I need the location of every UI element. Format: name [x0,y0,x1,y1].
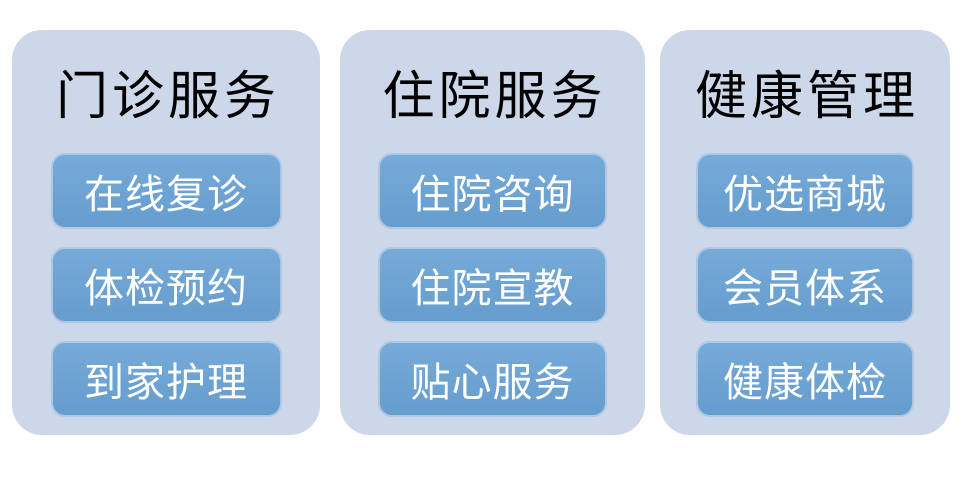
panel-title-inpatient: 住院服务 [382,69,607,126]
button-caring-service[interactable]: 贴心服务 [378,341,607,417]
button-admission-education[interactable]: 住院宣教 [378,247,607,323]
panel-outpatient-services: 门诊服务 在线复诊 体检预约 到家护理 [12,30,320,435]
button-admission-consult[interactable]: 住院咨询 [378,153,607,229]
button-home-nursing[interactable]: 到家护理 [50,341,282,417]
panel-health-management: 健康管理 优选商城 会员体系 健康体检 [660,30,950,435]
button-online-revisit[interactable]: 在线复诊 [50,153,282,229]
button-preferred-mall[interactable]: 优选商城 [696,153,914,229]
panel-title-health-management: 健康管理 [694,69,919,126]
button-checkup-booking[interactable]: 体检预约 [50,247,282,323]
panel-inpatient-services: 住院服务 住院咨询 住院宣教 贴心服务 [340,30,645,435]
button-membership-system[interactable]: 会员体系 [696,247,914,323]
panel-title-outpatient: 门诊服务 [55,69,280,126]
button-health-checkup[interactable]: 健康体检 [696,341,914,417]
